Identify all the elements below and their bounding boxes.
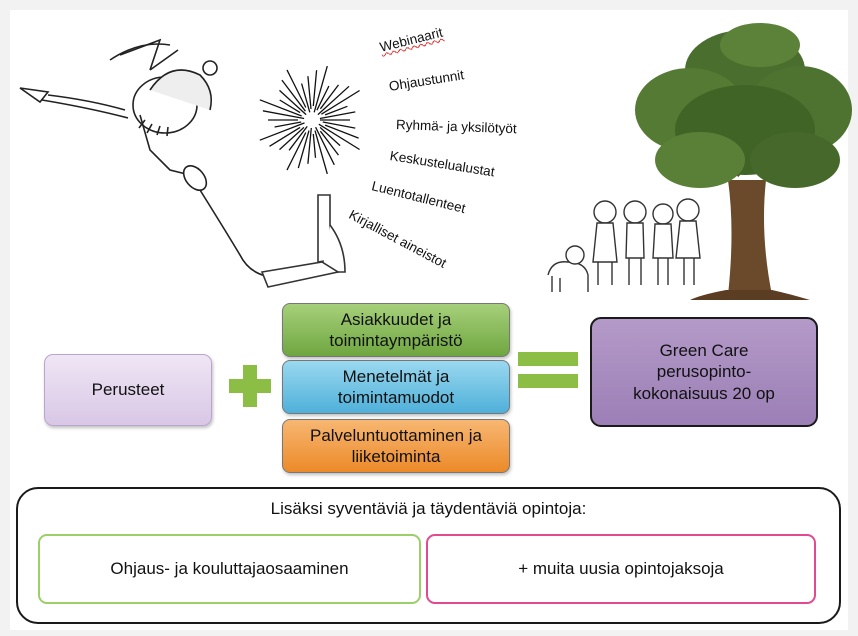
- muita-opintojaksoja-box: + muita uusia opintojaksoja: [426, 534, 816, 604]
- perusteet-box: Perusteet: [44, 354, 212, 426]
- module-menetelmat-box: Menetelmät ja toimintamuodot: [282, 360, 510, 414]
- children-illustration: [547, 198, 701, 292]
- ohjaus-kouluttajaosaaminen-box: Ohjaus- ja kouluttajaosaaminen: [38, 534, 421, 604]
- tree-illustration: [635, 23, 852, 300]
- module-menetelmat-label: Menetelmät ja toimintamuodot: [337, 366, 455, 407]
- additional-studies-title: Lisäksi syventäviä ja täydentäviä opinto…: [270, 499, 587, 518]
- firework-burst-icon: [259, 65, 360, 175]
- module-asiakkuudet-box: Asiakkuudet ja toimintaympäristö: [282, 303, 510, 357]
- computer-illustration: [260, 194, 346, 288]
- module-asiakkuudet-label: Asiakkuudet ja toimintaympäristö: [329, 309, 463, 350]
- additional-studies-panel: Lisäksi syventäviä ja täydentäviä opinto…: [16, 487, 841, 624]
- plus-icon: [229, 365, 271, 407]
- equals-icon: [518, 352, 578, 392]
- green-care-result-label: Green Care perusopinto-kokonaisuus 20 op: [633, 341, 775, 403]
- flying-child-illustration: [19, 38, 301, 279]
- module-palveluntuottaminen-label: Palveluntuottaminen ja liiketoiminta: [309, 425, 482, 466]
- green-care-result-box: Green Care perusopinto-kokonaisuus 20 op: [590, 317, 818, 427]
- module-palveluntuottaminen-box: Palveluntuottaminen ja liiketoiminta: [282, 419, 510, 473]
